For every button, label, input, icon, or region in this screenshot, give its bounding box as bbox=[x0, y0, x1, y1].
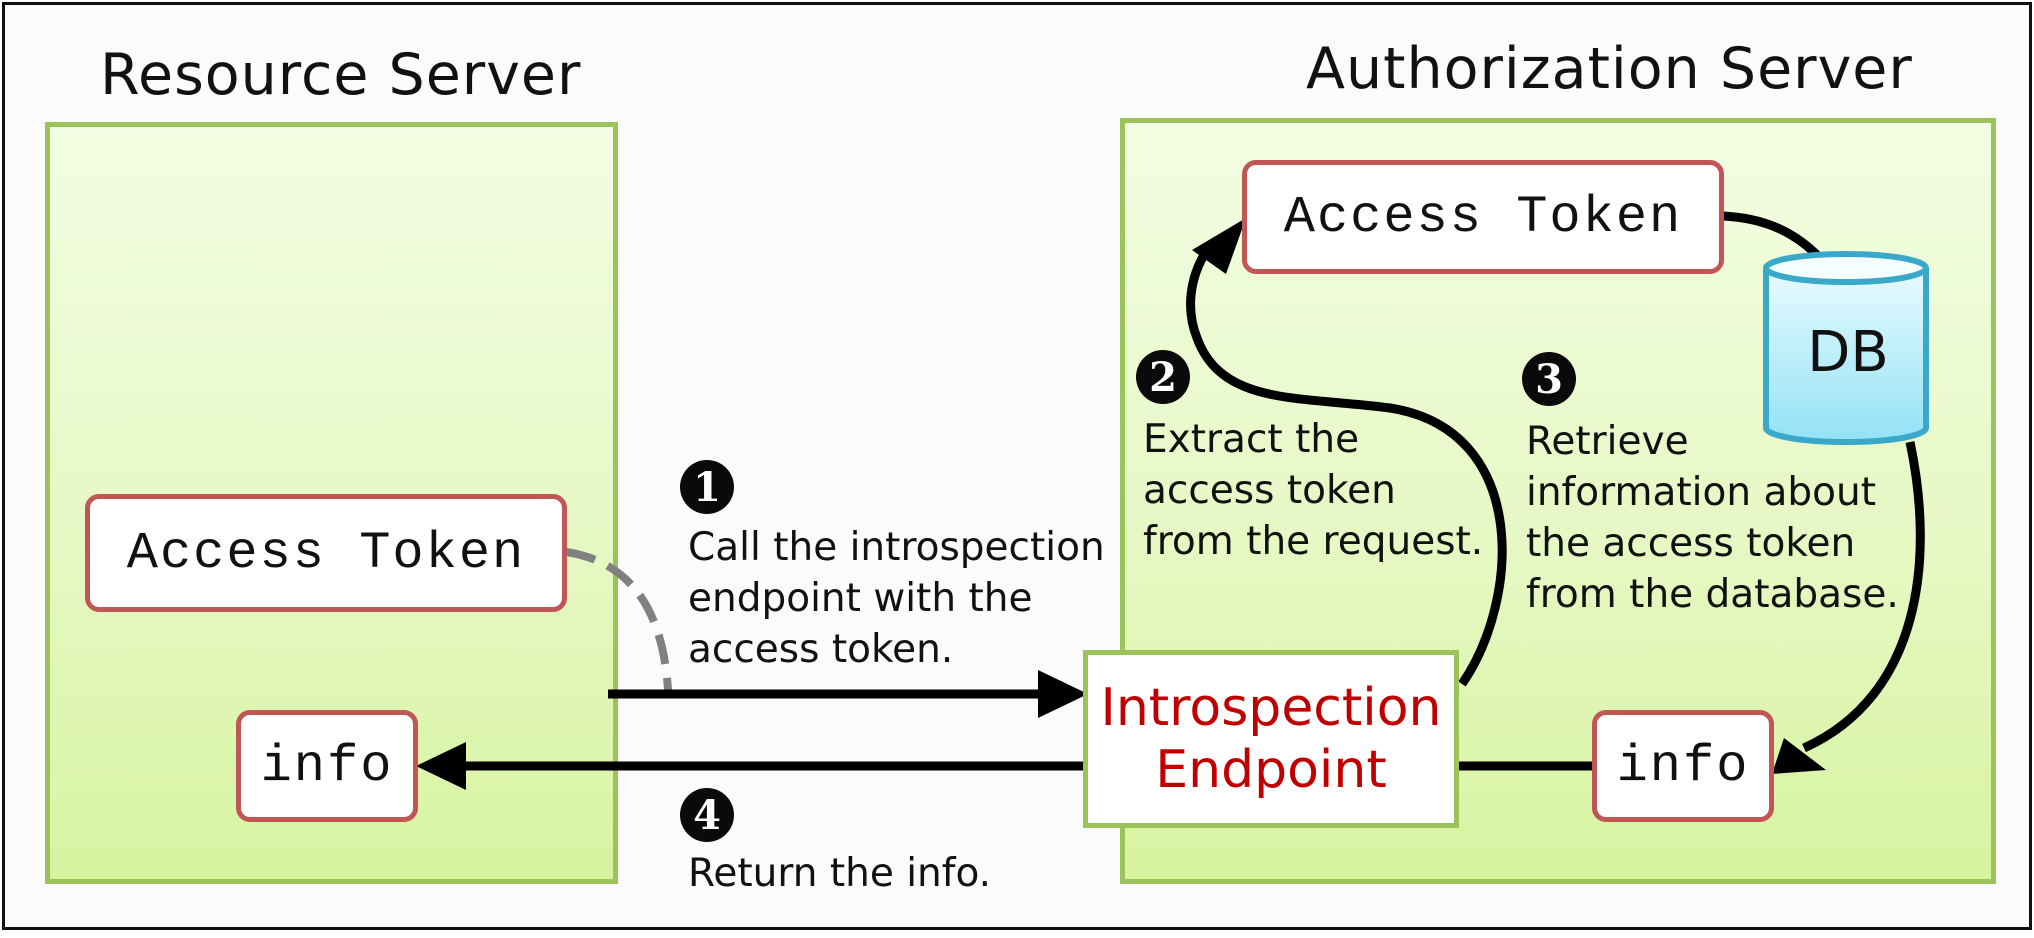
token-attachment-dashed-line bbox=[565, 548, 672, 691]
step-1-text: Call the introspection endpoint with the… bbox=[688, 525, 1105, 672]
introspection-endpoint: Introspection Endpoint bbox=[1083, 650, 1459, 828]
endpoint-label-line1: Introspection bbox=[1100, 678, 1442, 738]
extract-token-curve bbox=[1186, 241, 1507, 687]
resource-access-token-box: Access Token bbox=[85, 494, 567, 612]
extract-token-arrowhead bbox=[1192, 218, 1246, 274]
step-3-number-badge: 3 bbox=[1522, 352, 1576, 406]
retrieve-info-arrowhead bbox=[1772, 738, 1826, 774]
auth-access-token-box: Access Token bbox=[1242, 160, 1724, 274]
resource-server-title: Resource Server bbox=[100, 42, 582, 108]
auth-info-box: info bbox=[1592, 710, 1774, 822]
step-4-number-badge: 4 bbox=[680, 788, 734, 842]
endpoint-label-line2: Endpoint bbox=[1155, 740, 1387, 800]
request-arrowhead bbox=[1038, 670, 1088, 718]
step-1-number-badge: 1 bbox=[680, 460, 734, 514]
step-4-text: Return the info. bbox=[688, 851, 992, 896]
resource-info-box: info bbox=[236, 710, 418, 822]
db-label: DB bbox=[1807, 320, 1889, 385]
step-2-number-badge: 2 bbox=[1136, 350, 1190, 404]
step-2-text: Extract the access token from the reques… bbox=[1143, 417, 1484, 564]
return-arrowhead bbox=[416, 742, 466, 790]
retrieve-info-curve bbox=[1802, 441, 1925, 753]
authorization-server-title: Authorization Server bbox=[1306, 36, 1913, 102]
token-to-db-connector bbox=[1721, 211, 1822, 260]
database-cylinder bbox=[1763, 251, 1929, 445]
step-3-text: Retrieve information about the access to… bbox=[1526, 419, 1899, 617]
